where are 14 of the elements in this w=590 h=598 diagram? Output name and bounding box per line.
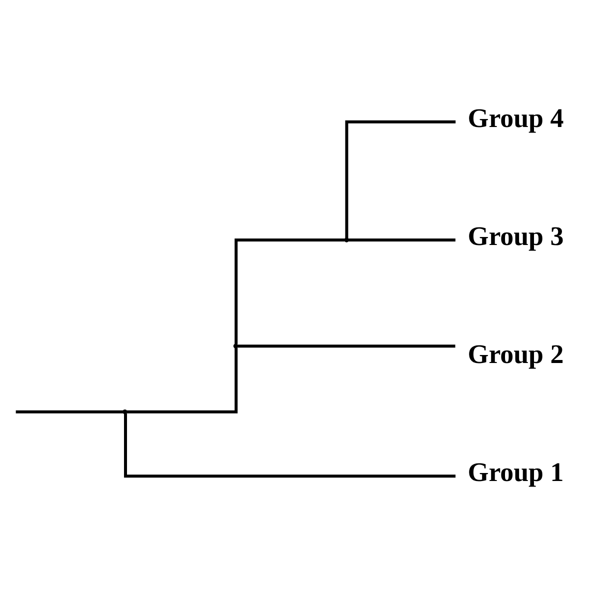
connector	[238, 344, 456, 348]
connector	[348, 238, 456, 242]
connector	[345, 120, 456, 238]
node-text: Group 1	[468, 457, 564, 488]
node-text: Group 2	[468, 339, 564, 370]
node-text: Group 4	[468, 102, 564, 133]
connector	[124, 413, 456, 478]
connector	[126, 348, 238, 414]
connector	[16, 410, 124, 414]
node-point	[233, 344, 238, 348]
node-point	[344, 238, 349, 242]
node-text: Group 3	[468, 221, 564, 252]
node-point	[122, 409, 128, 414]
connector	[234, 238, 345, 344]
